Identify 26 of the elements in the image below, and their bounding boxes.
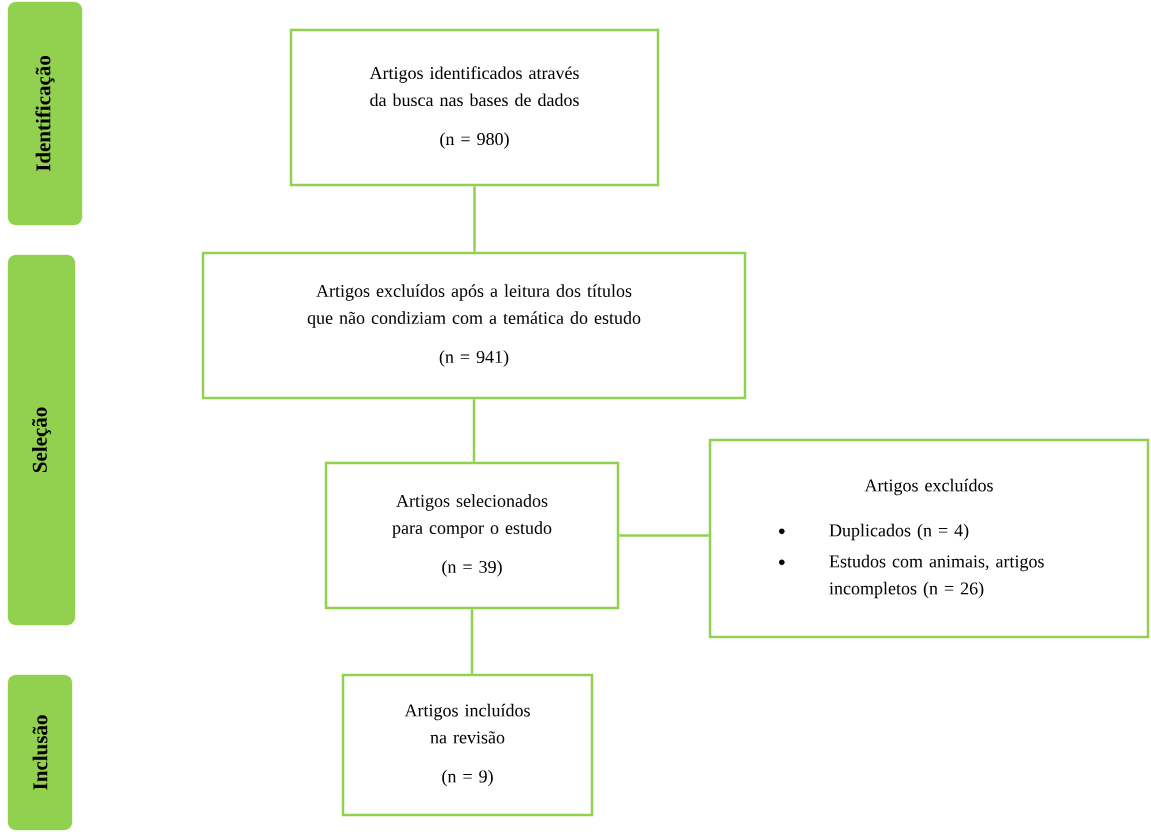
connector-line xyxy=(470,609,474,674)
list-item: Estudos com animais, artigos incompletos (n = 26) xyxy=(829,554,1044,599)
stage-band xyxy=(7,254,76,626)
process-box xyxy=(289,28,660,187)
box-text: Artigos selecionados para compor o estudo xyxy=(392,494,552,538)
count-text: (n = 9) xyxy=(442,769,493,787)
count-text: (n = 39) xyxy=(442,560,502,577)
connector-line xyxy=(619,534,709,537)
stage-band xyxy=(7,674,73,831)
process-box xyxy=(201,251,747,400)
count-text: (n = 941) xyxy=(439,350,509,367)
box-heading: Artigos excluídos xyxy=(864,478,993,496)
stage-label: Seleção xyxy=(32,407,51,473)
connector-line xyxy=(473,186,476,252)
process-box xyxy=(324,461,620,610)
box-text: Artigos identificados através da busca nas bases de dados xyxy=(369,66,579,107)
process-box xyxy=(341,673,594,817)
count-text: (n = 980) xyxy=(440,132,509,149)
box-text: Artigos incluídos na revisão xyxy=(404,703,530,744)
list-item: Duplicados (n = 4) xyxy=(829,523,969,541)
stage-label: Inclusão xyxy=(32,715,48,790)
stage-label: Identificação xyxy=(35,55,55,172)
connector-line xyxy=(472,399,476,462)
box-text: Artigos excluídos após a leitura dos títulos que não condiziam com a temática do estudo xyxy=(307,284,641,328)
stage-band xyxy=(7,1,83,226)
exclusion-box xyxy=(708,438,1150,639)
